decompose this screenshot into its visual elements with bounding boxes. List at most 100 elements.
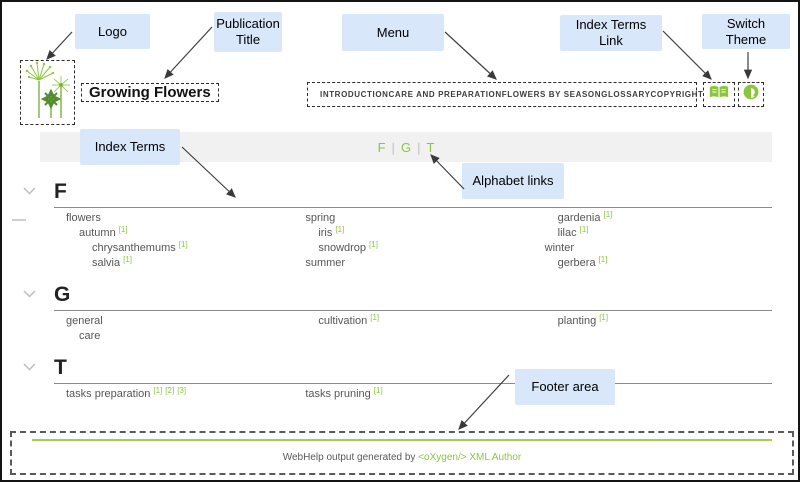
- callout-logo: Logo: [75, 14, 150, 49]
- callout-alphabet-links: Alphabet links: [462, 163, 564, 199]
- index-entry: winter: [533, 241, 772, 256]
- menu-item-flowers-by-season[interactable]: FLOWERS BY SEASON: [501, 90, 602, 99]
- index-entry: flowers: [54, 211, 293, 226]
- index-column: cultivation[1]: [293, 313, 532, 344]
- index-entry: general: [54, 314, 293, 329]
- oxygen-generator-link[interactable]: <oXygen/> XML Author: [418, 452, 522, 463]
- index-entry-label: iris: [318, 227, 333, 239]
- callout-footer-area: Footer area: [515, 369, 615, 405]
- index-ref-link[interactable]: [1]: [579, 225, 589, 234]
- section-letter: G: [54, 282, 772, 311]
- index-entry: iris[1]: [293, 225, 532, 241]
- footer-credit-text: WebHelp output generated by: [282, 452, 419, 463]
- alphabet-separator: |: [417, 139, 421, 155]
- alphabet-link-t[interactable]: T: [426, 139, 435, 155]
- index-entry: planting[1]: [533, 313, 772, 329]
- collapse-chevron-icon[interactable]: [23, 363, 36, 371]
- publication-title[interactable]: Growing Flowers: [81, 83, 219, 102]
- menu-item-copyright[interactable]: COPYRIGHT: [650, 90, 704, 99]
- index-entry-label: flowers: [66, 212, 101, 224]
- index-entry: autumn[1]: [54, 225, 293, 241]
- open-book-icon: [709, 85, 729, 104]
- index-entry-label: salvia: [92, 257, 121, 269]
- callout-menu: Menu: [342, 14, 444, 51]
- index-entry-label: general: [66, 315, 103, 327]
- index-entry: tasks preparation[1][2][3]: [54, 386, 293, 402]
- index-entry-label: autumn: [79, 227, 116, 239]
- alphabet-separator: |: [391, 139, 395, 155]
- footer-area: WebHelp output generated by <oXygen/> XM…: [10, 431, 794, 475]
- index-entry: care: [54, 329, 293, 344]
- index-ref-link[interactable]: [1]: [178, 240, 188, 249]
- footer-credit: WebHelp output generated by <oXygen/> XM…: [12, 452, 792, 463]
- half-circle-contrast-icon: [743, 84, 759, 105]
- flower-logo-icon: [25, 61, 71, 124]
- publication-logo[interactable]: [20, 60, 75, 125]
- alphabet-link-g[interactable]: G: [400, 139, 412, 155]
- index-entry-label: summer: [305, 257, 346, 269]
- menu-item-introduction[interactable]: INTRODUCTION: [320, 90, 389, 99]
- index-column: tasks preparation[1][2][3]: [54, 386, 293, 402]
- index-entry: snowdrop[1]: [293, 240, 532, 256]
- index-entry: tasks pruning[1]: [293, 386, 532, 402]
- index-ref-link[interactable]: [3]: [177, 386, 187, 395]
- index-ref-link[interactable]: [1]: [370, 313, 380, 322]
- index-ref-link[interactable]: [1]: [598, 255, 608, 264]
- index-ref-link[interactable]: [1]: [373, 386, 383, 395]
- collapse-chevron-icon[interactable]: [23, 187, 36, 195]
- index-entry-label: winter: [544, 242, 574, 254]
- left-margin-dash: [12, 219, 26, 221]
- index-entry-label: care: [79, 330, 101, 342]
- index-column: tasks pruning[1]: [293, 386, 532, 402]
- index-entry: lilac[1]: [533, 225, 772, 241]
- alphabet-link-f[interactable]: F: [377, 139, 386, 155]
- callout-index-terms: Index Terms: [80, 129, 180, 165]
- callout-publication-title: Publication Title: [214, 12, 282, 52]
- index-entry-label: snowdrop: [318, 242, 367, 254]
- index-entry-label: planting: [557, 315, 597, 327]
- index-entry: spring: [293, 211, 532, 226]
- index-ref-link[interactable]: [1]: [599, 313, 609, 322]
- index-ref-link[interactable]: [1]: [123, 255, 133, 264]
- collapse-chevron-icon[interactable]: [23, 290, 36, 298]
- main-menu: INTRODUCTION CARE AND PREPARATION FLOWER…: [307, 82, 703, 107]
- index-entry: summer: [293, 256, 532, 271]
- index-section-t: T tasks preparation[1][2][3]tasks prunin…: [23, 355, 772, 402]
- section-letter: F: [54, 179, 772, 208]
- menu-item-care-and-preparation[interactable]: CARE AND PREPARATION: [388, 90, 502, 99]
- footer-divider: [32, 439, 772, 441]
- menu-item-glossary[interactable]: GLOSSARY: [601, 90, 651, 99]
- index-entry: salvia[1]: [54, 255, 293, 271]
- section-letter: T: [54, 355, 772, 384]
- index-ref-link[interactable]: [1]: [153, 386, 163, 395]
- switch-theme-button[interactable]: [738, 82, 764, 107]
- index-ref-link[interactable]: [1]: [118, 225, 128, 234]
- index-entry: gardenia[1]: [533, 210, 772, 226]
- index-entry-label: gardenia: [557, 212, 601, 224]
- index-entry: chrysanthemums[1]: [54, 240, 293, 256]
- index-entry-label: spring: [305, 212, 336, 224]
- index-ref-link[interactable]: [1]: [335, 225, 345, 234]
- index-entry-label: gerbera: [557, 257, 596, 269]
- index-entry-label: tasks preparation: [66, 388, 151, 400]
- callout-switch-theme: Switch Theme: [702, 14, 790, 49]
- publication-title-text: Growing Flowers: [89, 84, 211, 101]
- index-entry-label: chrysanthemums: [92, 242, 176, 254]
- index-ref-link[interactable]: [2]: [165, 386, 175, 395]
- index-entry: gerbera[1]: [533, 255, 772, 271]
- index-entry: cultivation[1]: [293, 313, 532, 329]
- index-terms-link[interactable]: [703, 82, 735, 107]
- index-ref-link[interactable]: [1]: [603, 210, 613, 219]
- callout-index-terms-link: Index Terms Link: [560, 15, 662, 51]
- index-ref-link[interactable]: [1]: [369, 240, 378, 249]
- index-entry-label: lilac: [557, 227, 577, 239]
